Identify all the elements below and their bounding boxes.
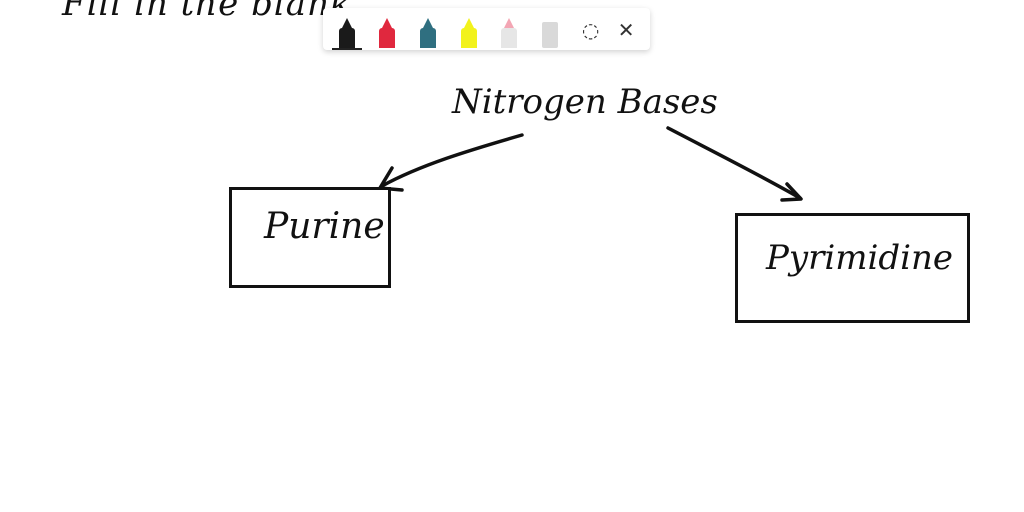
pen-red-icon (379, 18, 396, 48)
pen-black-icon (338, 18, 355, 48)
pen-black-tool[interactable] (329, 10, 365, 50)
purine-box: Purine (229, 187, 391, 288)
page-heading: Fill in the blank (62, 0, 352, 24)
pyrimidine-box: Pyrimidine (735, 213, 970, 323)
ruler-icon (541, 22, 558, 48)
pen-teal-icon (420, 18, 437, 48)
arrow-to-purine (380, 133, 524, 188)
close-icon: ✕ (617, 18, 635, 42)
diagram-title: Nitrogen Bases (452, 82, 718, 122)
eraser-tool[interactable] (492, 10, 528, 50)
pyrimidine-label: Pyrimidine (766, 238, 953, 278)
lasso-select-button[interactable]: ◌ (573, 10, 609, 50)
arrow-to-pyrimidine (666, 126, 802, 200)
pen-teal-tool[interactable] (410, 10, 446, 50)
eraser-icon (501, 18, 518, 48)
close-button[interactable]: ✕ (608, 10, 644, 50)
lasso-select-icon: ◌ (581, 18, 600, 42)
pen-red-tool[interactable] (370, 10, 406, 50)
ruler-tool[interactable] (532, 10, 568, 50)
highlighter-yellow-icon (460, 18, 477, 48)
purine-label: Purine (264, 206, 385, 247)
drawing-toolbar: ◌ ✕ (323, 8, 650, 50)
arrow-head-pyrimidine (780, 182, 803, 202)
highlighter-tool[interactable] (451, 10, 487, 50)
